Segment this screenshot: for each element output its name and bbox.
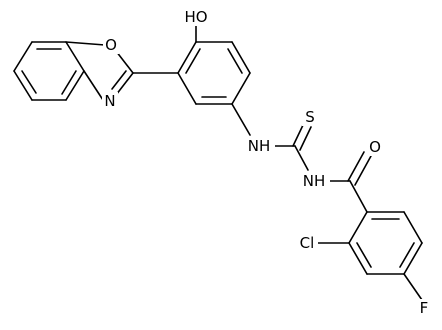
bond-aryl-f <box>403 273 423 301</box>
bond-bzx-c5-c6 <box>65 70 85 101</box>
thione-sulfur-label: S <box>305 108 315 126</box>
bond-aryl-inner-3 <box>356 242 372 268</box>
bond-aryl-inner-2 <box>399 242 415 268</box>
oxazole-oxygen-label: O <box>105 36 117 54</box>
bond-phenol-nh <box>231 103 251 136</box>
bond-phenol-c1-c2 <box>177 41 197 74</box>
bond-oxazole-c3a-o <box>65 41 106 46</box>
bond-bzx-inner-2 <box>61 70 77 95</box>
chlorine-label: Cl <box>300 234 315 252</box>
bond-aryl-c2-c3 <box>403 211 423 244</box>
bond-bzx-c7a-c3a <box>13 41 33 72</box>
bond-aryl-c5-c6 <box>348 242 368 275</box>
bond-thione-2 <box>299 126 312 151</box>
bond-bzx-c4-c5 <box>65 41 85 72</box>
bond-carbonyl-o-1 <box>347 151 365 182</box>
bond-oxazole-c2-n <box>115 72 134 96</box>
thiourea-nh-upper-label: NH <box>248 137 271 155</box>
bond-phenol-c4-c5 <box>231 72 251 105</box>
bond-phenol-c3-c4 <box>231 41 251 74</box>
bond-carbonyl-o-2 <box>354 155 372 186</box>
bond-oxazole-n-c7a <box>83 70 104 101</box>
bond-layer <box>13 24 423 301</box>
bond-phenol-inner-1 <box>185 48 201 74</box>
atom-label-layer: HO O N NH S NH O Cl F <box>102 8 431 317</box>
bond-carbonyl-aryl <box>349 180 368 213</box>
bond-phenol-inner-2 <box>227 48 243 74</box>
bond-thiocarbonyl-nh <box>294 145 309 171</box>
bond-oxazole-c2-n-double <box>111 70 127 90</box>
bond-bzx-c7-c7a <box>13 70 33 101</box>
bond-aryl-c6-c1 <box>348 211 368 244</box>
bond-phenol-c6-c1 <box>177 72 197 105</box>
thiourea-nh-lower-label: NH <box>303 172 326 190</box>
bond-aryl-c3-c4 <box>403 242 423 275</box>
fluorine-label: F <box>420 299 429 317</box>
oxazole-nitrogen-label: N <box>104 92 115 110</box>
bond-thione-1 <box>292 122 305 147</box>
bond-bzx-inner-3 <box>21 70 37 94</box>
carbonyl-oxygen-label: O <box>369 138 381 156</box>
hydroxyl-label: HO <box>184 8 207 26</box>
bond-oxazole-o-c2 <box>115 50 134 74</box>
